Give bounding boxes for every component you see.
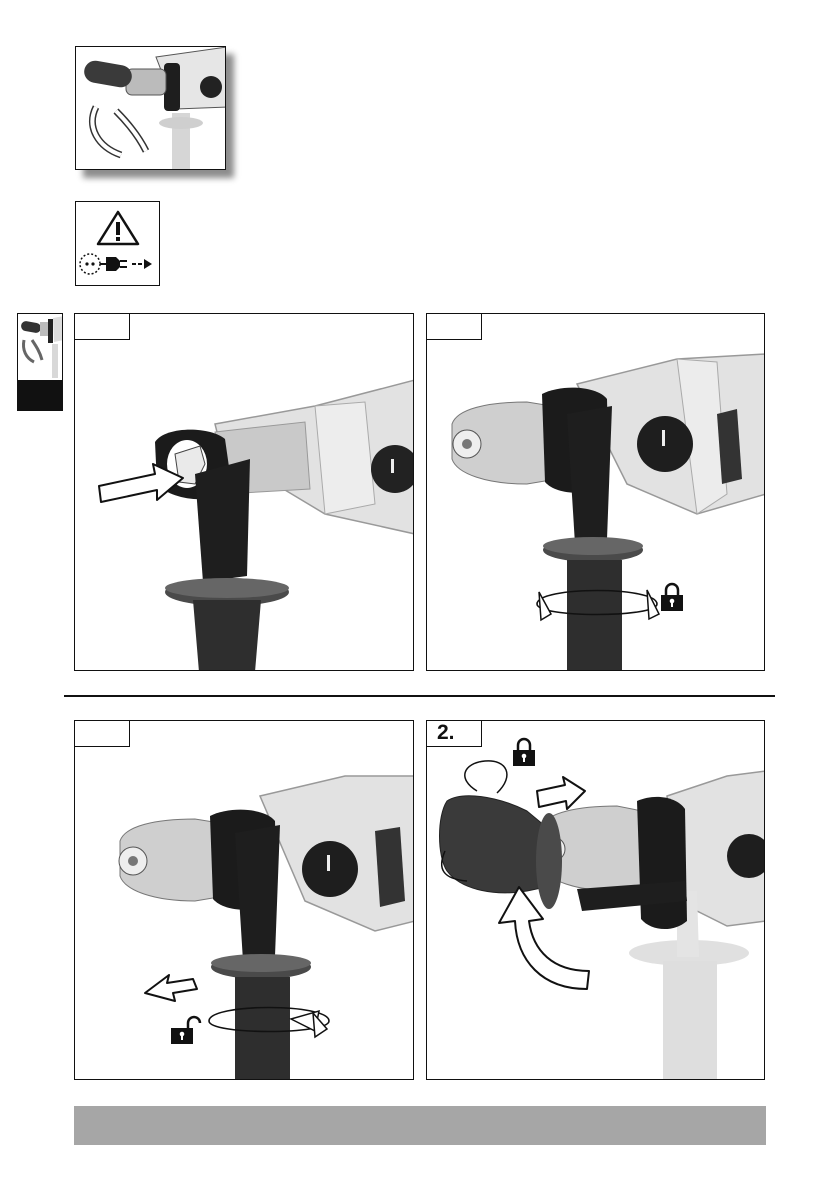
panel-2-illustration: [427, 314, 765, 671]
panel-4-step-label: 2.: [426, 720, 482, 747]
panel-4-illustration: [427, 721, 765, 1080]
panel-1-illustration: [75, 314, 414, 671]
panel-2-tighten-handle: [426, 313, 765, 671]
handle-rotation-illustration: [76, 47, 226, 170]
panel-3-step-label: [74, 720, 130, 747]
side-tab-dark-block: [18, 380, 62, 411]
panel-4-rotate-and-lock: 2.: [426, 720, 765, 1080]
side-section-tab: [17, 313, 63, 411]
panel-1-step-label: [74, 313, 130, 340]
panel-2-step-label: [426, 313, 482, 340]
panel-1-insert-handle: [74, 313, 414, 671]
thumbnail-handle-rotation: [75, 46, 226, 170]
warning-triangle-icon: [98, 212, 138, 244]
side-tab-thumbnail: [18, 314, 63, 380]
panel-3-loosen-handle: [74, 720, 414, 1080]
unplug-mains-icon: [80, 254, 152, 274]
footer-bar: [74, 1106, 766, 1145]
panel-3-illustration: [75, 721, 414, 1080]
padlock-closed-icon: [661, 584, 683, 611]
warning-unplug-box: [75, 201, 160, 286]
section-divider: [64, 695, 775, 697]
padlock-open-icon: [171, 1017, 200, 1044]
padlock-closed-icon: [513, 739, 535, 766]
